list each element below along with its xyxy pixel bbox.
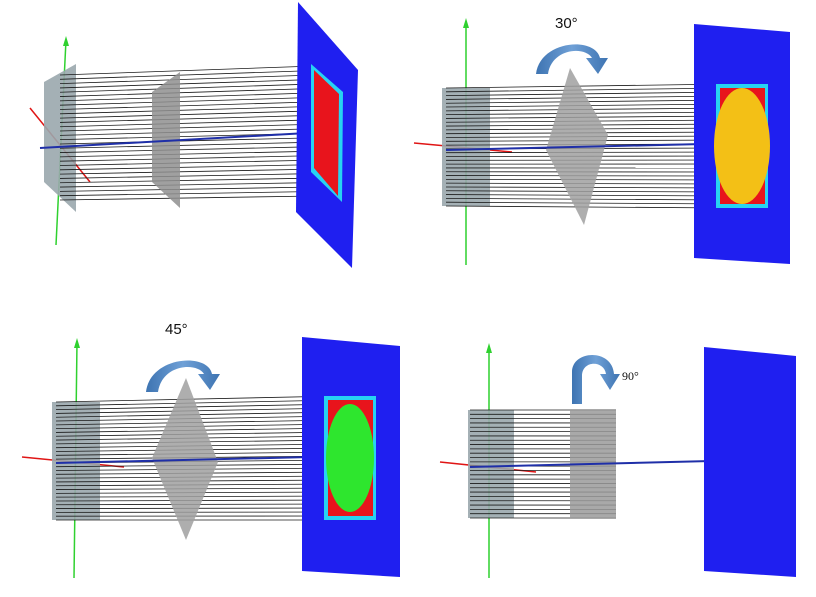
ray-line: [59, 74, 316, 85]
ray-line: [59, 92, 316, 102]
source-slab: [52, 402, 100, 520]
spot-green: [326, 404, 374, 512]
rotation-arrow-icon: [536, 44, 608, 74]
ray-line: [59, 159, 316, 166]
ray-line: [445, 83, 731, 89]
y-axis-arrowhead: [463, 18, 469, 28]
spot-yellow: [714, 88, 770, 204]
ray-bundle: [59, 65, 316, 201]
ray-line: [59, 155, 316, 162]
ray-line: [55, 403, 341, 411]
z-axis: [39, 131, 326, 149]
ray-line: [59, 191, 316, 197]
ray-line: [59, 164, 316, 171]
ray-line: [59, 186, 316, 192]
source-slab: [442, 88, 490, 206]
ray-line: [59, 150, 316, 158]
angle-label: 45°: [165, 321, 188, 338]
ray-line: [59, 128, 316, 136]
y-axis-arrowhead: [63, 36, 69, 46]
ray-line: [59, 141, 316, 149]
ray-line: [59, 83, 316, 93]
angle-label: 90°: [622, 369, 639, 383]
y-axis-arrowhead: [486, 343, 492, 353]
ray-line: [55, 399, 341, 407]
ray-line: [59, 177, 316, 184]
rotation-arrow-icon: [146, 360, 220, 392]
ray-line: [59, 137, 316, 145]
panel-30deg: 30°: [413, 15, 790, 265]
detector-screen: [704, 347, 796, 577]
source-slab: [468, 410, 514, 518]
ray-line: [59, 195, 316, 201]
panel-45deg: 45°: [21, 321, 400, 579]
ray-line: [59, 70, 316, 80]
ray-line: [445, 87, 731, 93]
ray-line: [59, 110, 316, 119]
ray-line: [59, 88, 316, 97]
ray-line: [59, 96, 316, 106]
angle-label: 30°: [555, 15, 578, 32]
ray-line: [59, 79, 316, 89]
ray-line: [59, 146, 316, 153]
ray-line: [445, 91, 731, 97]
ray-line: [59, 65, 316, 76]
ray-line: [445, 95, 731, 100]
ray-line: [59, 101, 316, 110]
ray-line: [59, 105, 316, 115]
panel-0deg: [29, 2, 358, 268]
ray-line: [59, 173, 316, 179]
panel-90deg: 90°: [439, 343, 796, 578]
ray-line: [59, 168, 316, 175]
rotation-arrow-icon: [572, 355, 620, 404]
ray-line: [59, 114, 316, 123]
spot-red: [314, 70, 339, 196]
y-axis-arrowhead: [74, 338, 80, 348]
ray-bundle: [445, 83, 731, 209]
ray-line: [59, 119, 316, 128]
ray-line: [59, 182, 316, 188]
ray-line: [55, 395, 341, 403]
source-slab: [44, 64, 76, 212]
ray-line: [59, 123, 316, 132]
